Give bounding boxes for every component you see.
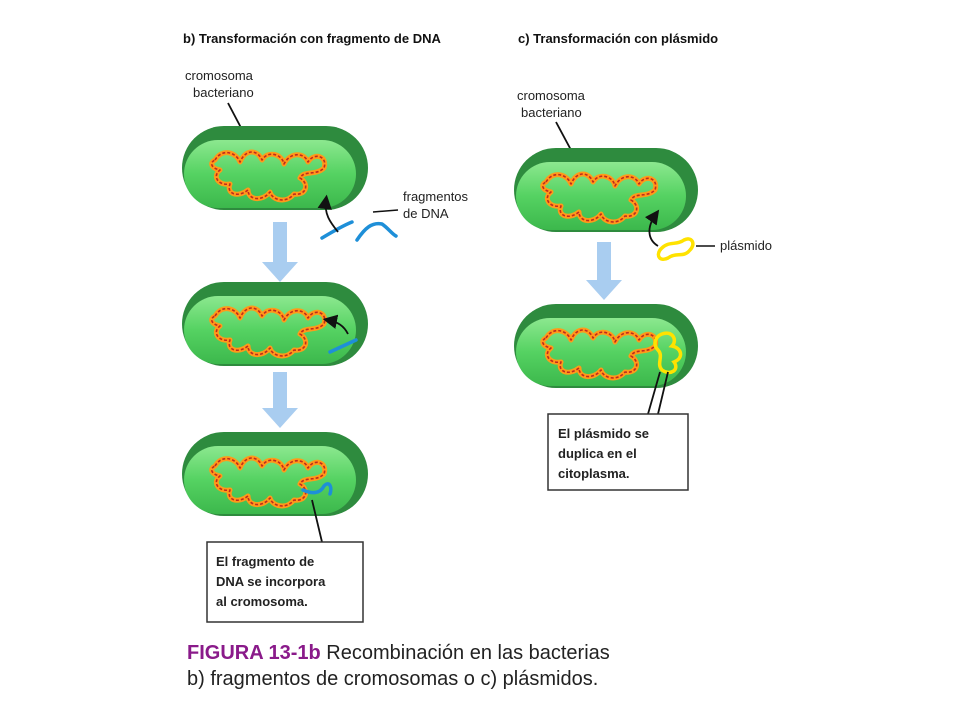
panel-c-note-line2: duplica en el bbox=[558, 446, 637, 461]
panel-c-chromosome-2-core bbox=[541, 329, 657, 379]
panel-c-note-line1: El plásmido se bbox=[558, 426, 649, 441]
panel-b-chromosome-label-line1: cromosoma bbox=[185, 68, 254, 83]
panel-b-chromosome-1-core bbox=[210, 151, 326, 201]
panel-c-entry-arrow bbox=[644, 209, 660, 247]
panel-b-cell-1 bbox=[182, 126, 368, 210]
panel-b-note-line3: al cromosoma. bbox=[216, 594, 308, 609]
panel-b-entry-arrow-2 bbox=[322, 314, 349, 335]
plasmid-outside bbox=[656, 237, 695, 262]
panel-b-fragments-label-line1: fragmentos bbox=[403, 189, 469, 204]
panel-c-note-box bbox=[547, 413, 689, 491]
caption-line1: FIGURA 13-1b Recombinación en las bacter… bbox=[187, 640, 747, 666]
panel-c-cell-2 bbox=[514, 304, 698, 388]
panel-c-note-pointer-b bbox=[657, 371, 669, 415]
dna-fragment-inside bbox=[328, 338, 358, 354]
caption-line2: b) fragmentos de cromosomas o c) plásmid… bbox=[187, 668, 599, 690]
panel-c-note-pointer-a bbox=[647, 371, 661, 415]
panel-b-note-line2: DNA se incorpora bbox=[216, 574, 326, 589]
figure-label: FIGURA 13-1b bbox=[187, 642, 321, 664]
dna-fragment-a bbox=[320, 220, 354, 240]
figure-caption: FIGURA 13-1b Recombinación en las bacter… bbox=[187, 640, 747, 692]
panel-b-note-pointer bbox=[311, 499, 323, 543]
panel-b-chromosome-2-core bbox=[210, 307, 326, 357]
panel-b-fragments-label-line2: de DNA bbox=[403, 206, 449, 221]
panel-b-note-box bbox=[206, 541, 364, 623]
panel-c-cell-1 bbox=[514, 148, 698, 232]
panel-b-cell-2 bbox=[182, 282, 368, 366]
panel-b-chromosome-3-core bbox=[210, 457, 326, 507]
dna-fragment-b bbox=[355, 221, 398, 242]
caption-line1-text: Recombinación en las bacterias bbox=[320, 642, 610, 664]
panel-b-title: b) Transformación con fragmento de DNA bbox=[183, 31, 441, 46]
panel-b-flow-arrow-1 bbox=[262, 222, 298, 282]
panel-b-entry-arrow-1 bbox=[317, 194, 339, 233]
panel-c-title: c) Transformación con plásmido bbox=[518, 31, 718, 46]
panel-c-plasmid-label: plásmido bbox=[720, 238, 772, 253]
panel-c-flow-arrow bbox=[586, 242, 622, 300]
panel-c-note-line3: citoplasma. bbox=[558, 466, 630, 481]
panel-b-flow-arrow-2 bbox=[262, 372, 298, 428]
panel-c-chromosome-label-line1: cromosoma bbox=[517, 88, 586, 103]
panel-c-chromosome-label-line2: bacteriano bbox=[521, 105, 582, 120]
panel-b-note-line1: El fragmento de bbox=[216, 554, 314, 569]
plasmid-duplicated bbox=[653, 331, 683, 375]
panel-c-chromosome-1-core bbox=[541, 173, 657, 223]
panel-b-chromosome-label-line2: bacteriano bbox=[193, 85, 254, 100]
panel-b-cell-3 bbox=[182, 432, 368, 516]
panel-b-fragments-pointer bbox=[372, 209, 399, 213]
dna-fragment-incorporated bbox=[301, 482, 333, 496]
